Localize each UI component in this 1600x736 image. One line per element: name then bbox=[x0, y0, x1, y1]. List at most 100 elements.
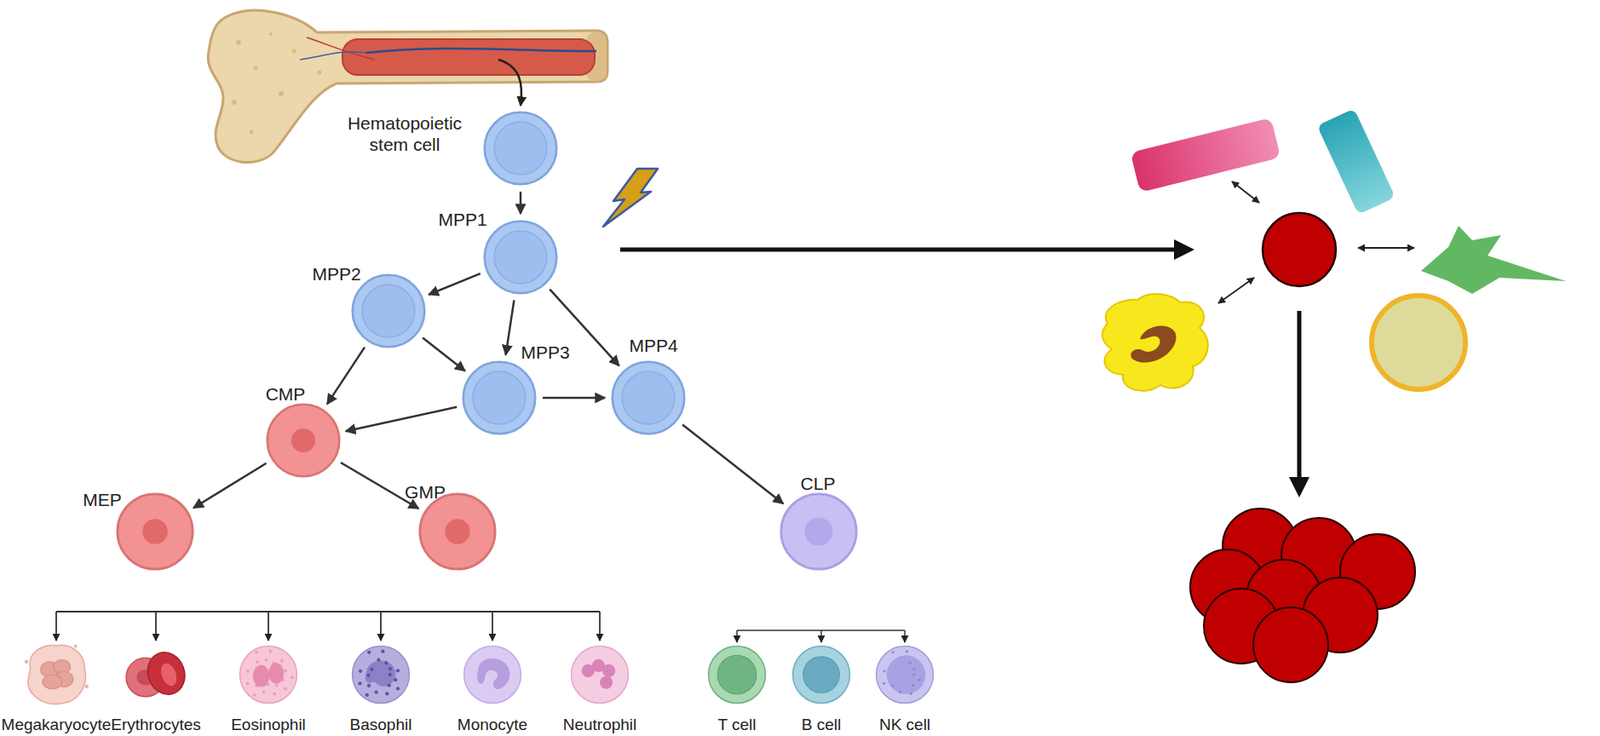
cell-shape bbox=[483, 110, 559, 186]
cell-shape-part bbox=[365, 661, 397, 687]
cell-shape-part bbox=[369, 667, 374, 672]
cell-shape-part bbox=[366, 673, 370, 678]
cell-node: MPP1 bbox=[483, 219, 559, 295]
cell-shape-part bbox=[494, 230, 547, 284]
bracket-arrow bbox=[820, 630, 823, 643]
cell-label: B cell bbox=[801, 715, 841, 736]
stromal-rod bbox=[1317, 108, 1396, 215]
cell-label: Neutrophil bbox=[563, 715, 638, 736]
cell-node: NK cell bbox=[872, 642, 938, 708]
cell-shape-part bbox=[717, 655, 757, 695]
cell-shape-part bbox=[909, 661, 912, 665]
bracket-arrow bbox=[903, 630, 906, 643]
cell-shape bbox=[704, 642, 770, 708]
cell-shape-part bbox=[275, 684, 279, 688]
cell-shape-part bbox=[267, 404, 340, 477]
cell-shape-part bbox=[484, 221, 557, 294]
cell-label: Eosinophil bbox=[230, 715, 306, 736]
cell-shape-part bbox=[367, 650, 371, 655]
bracket-arrow bbox=[55, 611, 58, 641]
lineage-arrow bbox=[193, 463, 267, 509]
cell-shape-part bbox=[494, 121, 547, 175]
cell-node: MPP2 bbox=[351, 273, 426, 349]
lineage-arrow bbox=[428, 273, 481, 295]
cell-node: T cell bbox=[704, 642, 770, 708]
blood-vessel bbox=[366, 48, 597, 53]
bone-texture bbox=[231, 99, 237, 105]
bracket-arrow bbox=[155, 611, 157, 641]
cell-shape-part bbox=[898, 690, 902, 694]
interaction-arrow bbox=[1231, 181, 1260, 203]
cell-shape-part bbox=[283, 686, 288, 691]
lineage-arrow bbox=[345, 407, 457, 432]
cell-shape-part bbox=[387, 683, 392, 687]
cell-shape-part bbox=[42, 674, 63, 690]
cell-shape-part bbox=[886, 655, 927, 695]
cell-shape-part bbox=[374, 690, 378, 694]
cell-shape-part bbox=[254, 650, 259, 655]
cell-shape-part bbox=[74, 644, 78, 649]
cell-shape-part bbox=[357, 681, 362, 685]
cell-shape-part bbox=[384, 661, 388, 665]
cell-label: MPP3 bbox=[520, 341, 570, 363]
lineage-arrow bbox=[340, 462, 420, 509]
cell-shape-part bbox=[283, 668, 288, 673]
bracket-arrow bbox=[598, 611, 601, 641]
cell-shape bbox=[788, 642, 854, 708]
bone-texture bbox=[249, 130, 254, 135]
cell-shape-part bbox=[571, 646, 629, 704]
cell-shape-part bbox=[396, 686, 400, 691]
lineage-arrow bbox=[542, 397, 605, 400]
cell-label: CLP bbox=[800, 472, 836, 495]
stromal-cell bbox=[1421, 225, 1566, 294]
cell-shape-part bbox=[621, 371, 675, 425]
bone-texture bbox=[253, 66, 259, 71]
cell-shape-part bbox=[240, 646, 298, 704]
myeloid-bracket bbox=[56, 611, 600, 641]
arrow-head bbox=[1174, 239, 1195, 260]
cell-shape-part bbox=[388, 667, 392, 671]
cell-shape-part bbox=[268, 650, 272, 654]
cell-shape-part bbox=[612, 362, 685, 434]
cell-node: CLP bbox=[779, 492, 858, 571]
cell-shape-part bbox=[804, 517, 833, 546]
cell-shape-part bbox=[891, 684, 894, 687]
cell-shape-part bbox=[352, 646, 410, 704]
cell-shape bbox=[348, 642, 414, 708]
cell-shape bbox=[351, 273, 426, 349]
cell-shape-part bbox=[918, 679, 921, 682]
cell-shape-part bbox=[911, 684, 915, 687]
cell-shape-part bbox=[262, 690, 266, 695]
bone-texture bbox=[235, 40, 242, 46]
cell-shape-part bbox=[444, 518, 470, 544]
cell-shape-part bbox=[352, 275, 425, 347]
cell-shape-part bbox=[876, 646, 934, 704]
lightning-bolt bbox=[603, 168, 658, 227]
cell-shape bbox=[115, 492, 195, 571]
cell-shape-part bbox=[246, 669, 250, 674]
lymphoid-bracket bbox=[736, 630, 905, 643]
cell-shape bbox=[23, 642, 89, 708]
cell-shape-part bbox=[117, 494, 193, 570]
lineage-arrow bbox=[519, 191, 523, 214]
interaction-arrow bbox=[1218, 277, 1255, 304]
cell-shape-part bbox=[463, 362, 536, 434]
cell-node: MPP3 bbox=[461, 360, 537, 436]
cell-label: MPP1 bbox=[437, 208, 487, 231]
leukemic-cell bbox=[1253, 607, 1329, 683]
origin-arrow bbox=[498, 59, 522, 106]
cell-shape-part bbox=[367, 684, 371, 688]
bracket-line bbox=[56, 610, 600, 613]
cell-shape-part bbox=[912, 667, 916, 670]
cell-shape-part bbox=[484, 112, 557, 185]
cell-node: Basophil bbox=[348, 642, 414, 708]
cell-shape-part bbox=[602, 664, 616, 678]
cell-shape-part bbox=[912, 673, 916, 676]
cell-node: Megakaryocyte bbox=[23, 642, 89, 708]
cell-shape-part bbox=[291, 428, 316, 453]
cell-shape-part bbox=[477, 658, 511, 690]
cell-shape-part bbox=[464, 646, 522, 704]
cell-shape bbox=[779, 492, 858, 571]
